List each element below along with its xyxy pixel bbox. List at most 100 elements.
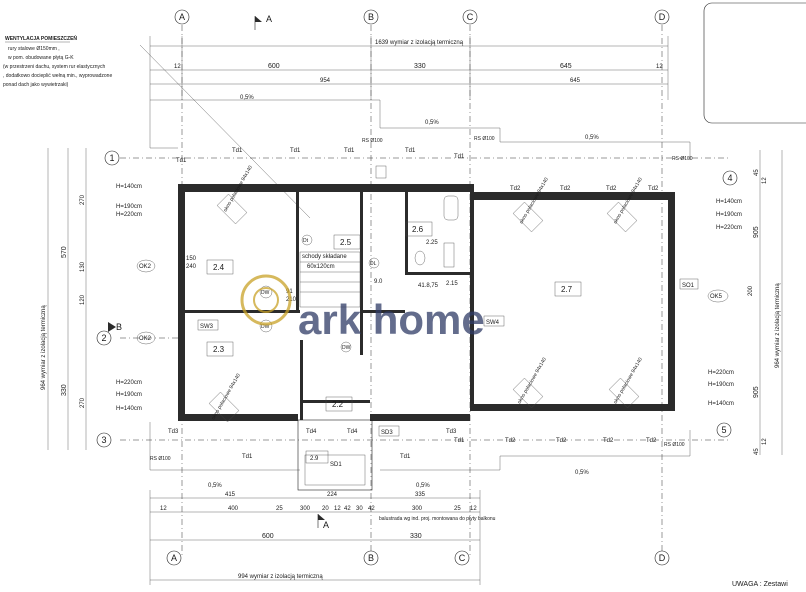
dim-bottom-400: 400	[228, 506, 239, 512]
ventilation-line-3: (w przestrzeni dachu, system rur elastyc…	[3, 64, 105, 70]
wall-top-left	[178, 184, 474, 192]
leader-line	[139, 44, 311, 219]
ventilation-line-5: ponad dach jako wywietrzaki)	[3, 82, 69, 88]
door-tag: Td1	[242, 454, 253, 460]
height-note: H=140cm	[716, 199, 742, 205]
window-tag-sw4: SW4	[486, 320, 500, 326]
wall-top-right	[474, 192, 674, 200]
wall-bottom-middle	[370, 414, 470, 421]
slope-label-4: 0,5%	[208, 483, 222, 489]
axis-bubble-top-d: D	[659, 12, 666, 22]
misc-label: 150	[186, 256, 197, 262]
axis-bubble-right-5: 5	[721, 425, 726, 435]
dim-top-total: 1639 wymiar z izolacją termiczną	[375, 40, 464, 46]
height-note: H=220cm	[716, 225, 742, 231]
roof-window-label: okno połaciowe 94x140	[517, 357, 548, 405]
bathtub-icon	[443, 195, 459, 221]
title-block	[703, 2, 806, 124]
dim-bottom-330: 330	[410, 533, 422, 540]
misc-label: DL	[370, 261, 377, 267]
door-tags: Td1 Td1 Td1 Td1 Td1 Td1 Td2 Td2 Td2 Td2 …	[168, 148, 659, 460]
dim-bottom-224: 224	[327, 492, 338, 498]
rs-label: RS Ø100	[672, 156, 693, 162]
door-tag: Td1	[400, 454, 411, 460]
uwaga-label: UWAGA : Zestawi	[732, 581, 788, 588]
slope-label-3: 0,5%	[585, 135, 599, 141]
axis-bubble-top-c: C	[467, 12, 474, 22]
misc-label: 2.25	[426, 240, 438, 246]
dim-bottom-25a: 25	[276, 506, 283, 512]
stairs: schody składane 60x120cm	[299, 251, 361, 308]
dim-bottom-12b: 12	[334, 506, 341, 512]
door-tag: Td1	[405, 148, 416, 154]
misc-label: DW	[261, 324, 270, 330]
door-tag: Td1	[454, 154, 465, 160]
stairs-label-2: 60x120cm	[307, 264, 335, 270]
dim-bottom-25b: 25	[454, 506, 461, 512]
door-tag: Td2	[648, 186, 659, 192]
room-label-2-7: 2.7	[561, 285, 573, 294]
door-tag: Td2	[646, 438, 657, 444]
room-labels: 2.4 2.3 2.5 2.6 2.7 2.2 2.9	[206, 221, 582, 464]
wall-bottom-right	[470, 404, 674, 411]
dim-left-120: 120	[80, 294, 86, 305]
ventilation-line-2: w pom. obudowane płytą G-K	[8, 55, 74, 61]
door-tag: Td1	[454, 438, 465, 444]
dim-right-12a: 12	[762, 177, 768, 184]
height-notes: H=140cm H=190cm H=220cm H=140cm H=190cm …	[116, 184, 742, 412]
height-note: H=190cm	[708, 382, 734, 388]
axis-bubble-top-a: A	[179, 12, 185, 22]
slope-label-2: 0,5%	[425, 120, 439, 126]
dim-right-905a: 905	[753, 226, 760, 238]
roof-windows: okno połaciowe 94x140 okno połaciowe 94x…	[208, 165, 644, 423]
bottom-dimensions: 415 224 335 12 400 25 300 20 12 42 30 42…	[149, 490, 481, 585]
top-dimensions: 1639 wymiar z izolacją termiczną 12 600 …	[149, 36, 669, 489]
wall-right	[668, 192, 675, 411]
room-label-2-6: 2.6	[412, 225, 424, 234]
wall-bottom-left	[178, 414, 298, 421]
window-tag-sw3: SW3	[200, 324, 214, 330]
right-dimensions: 964 wymiar z izolacją termiczną 45 12 90…	[748, 150, 783, 455]
watermark-text: ark home	[298, 296, 485, 343]
dim-top-600: 600	[268, 63, 280, 70]
misc-label: 2.15	[446, 281, 458, 287]
height-note: H=140cm	[116, 184, 142, 190]
door-tag: Td1	[344, 148, 355, 154]
height-note: H=220cm	[708, 370, 734, 376]
shower-icon	[443, 242, 455, 268]
dim-bottom-30: 30	[356, 506, 363, 512]
door-tag: Td2	[560, 186, 571, 192]
axis-bubble-bottom-a: A	[171, 553, 177, 563]
window-tag-ok5: OK5	[710, 294, 723, 300]
misc-label: 41.8,75	[418, 283, 439, 289]
axis-bubble-top-b: B	[368, 12, 374, 22]
dim-bottom-300a: 300	[300, 506, 311, 512]
dim-bottom-12a: 12	[160, 506, 167, 512]
door-tag: Td1	[232, 148, 243, 154]
height-note: H=190cm	[116, 392, 142, 398]
room-label-2-5: 2.5	[340, 238, 352, 247]
dim-bottom-12c: 12	[470, 506, 477, 512]
roof-window-label: okno połaciowe 94x140	[519, 177, 550, 225]
misc-label: SO1	[682, 283, 695, 289]
dim-top-12b: 12	[656, 64, 663, 70]
door-tag: Td3	[168, 429, 179, 435]
grid-axes: A B C D A B C D 1 2 3 4 5	[96, 9, 738, 566]
door-tag: Td3	[446, 429, 457, 435]
height-note: H=220cm	[116, 380, 142, 386]
door-tag: Td1	[176, 158, 187, 164]
dim-left-330: 330	[61, 384, 68, 396]
section-marks: A A B	[108, 14, 329, 530]
dim-bottom-20: 20	[322, 506, 329, 512]
axis-bubble-left-2: 2	[101, 333, 106, 343]
axis-bubble-bottom-d: D	[659, 553, 666, 563]
roof-outline	[149, 99, 691, 471]
dim-bottom-42a: 42	[344, 506, 351, 512]
ventilation-heading: WENTYLACJA POMIESZCZEŃ	[5, 34, 77, 42]
dim-right-45a: 45	[754, 169, 760, 176]
door-tag: Td1	[290, 148, 301, 154]
slope-label-6: 0,5%	[575, 470, 589, 476]
window-tags: SW3 SW4 SD3 SD1 OK2 OK2 OK5	[136, 259, 729, 468]
dim-right-200: 200	[748, 285, 754, 296]
axis-bubble-right-4: 4	[727, 173, 732, 183]
